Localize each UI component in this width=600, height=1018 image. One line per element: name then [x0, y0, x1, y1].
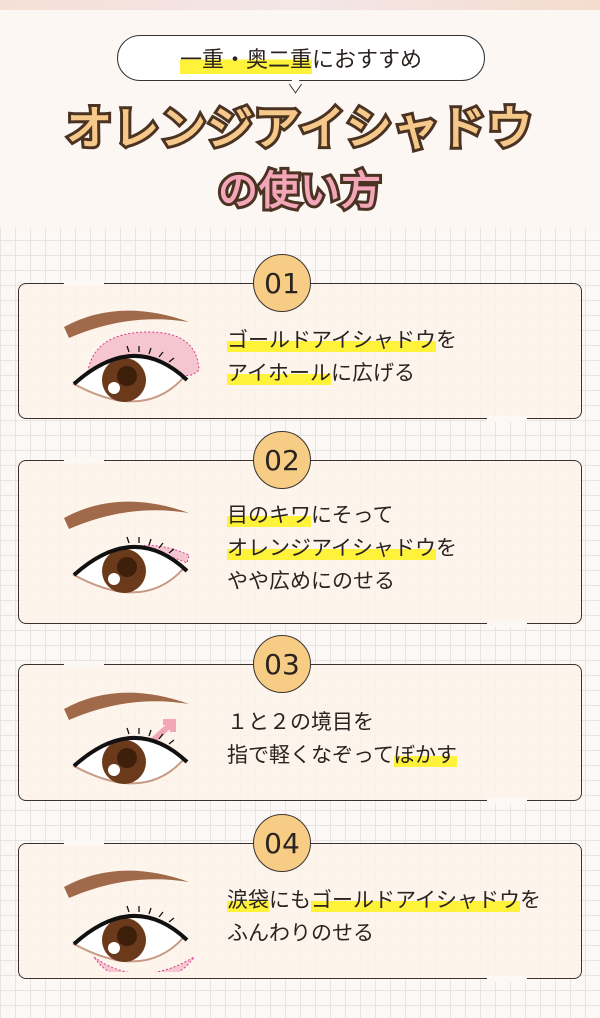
eye-illustration-icon [59, 862, 209, 983]
eyebrow-icon [64, 870, 189, 898]
step-card: 涙袋にもゴールドアイシャドウをふんわりのせる [18, 840, 582, 983]
highlighted-text: ゴールドアイシャドウ [227, 328, 436, 352]
text-segment: 指で軽くなぞって [227, 742, 394, 767]
highlighted-text: ゴールドアイシャドウ [311, 888, 520, 912]
border-gap [64, 840, 104, 846]
border-gap [487, 416, 527, 422]
highlighted-text: ぼかす [393, 742, 457, 767]
eye-illustration-icon [59, 493, 209, 603]
highlighted-text: アイホール [227, 361, 331, 385]
instruction-line: 涙袋にもゴールドアイシャドウを [227, 884, 541, 917]
step-instructions: １と２の境目を指で軽くなぞってぼかす [227, 706, 457, 772]
step-number-badge: 02 [253, 431, 311, 489]
title-line-2: の使い方 [215, 165, 384, 217]
border-gap [64, 661, 104, 667]
step-instructions: ゴールドアイシャドウをアイホールに広げる [227, 324, 457, 390]
step-number-badge: 03 [253, 635, 311, 693]
step-instructions: 涙袋にもゴールドアイシャドウをふんわりのせる [227, 884, 541, 950]
highlighted-text: オレンジアイシャドウ [227, 535, 436, 560]
top-gradient-bar [0, 0, 600, 10]
text-segment: にそって [311, 502, 394, 527]
text-segment: を [435, 328, 457, 352]
text-segment: におすすめ [312, 48, 423, 73]
instruction-line: やや広めにのせる [227, 565, 457, 598]
text-segment: に広げる [330, 361, 415, 385]
border-gap [487, 798, 527, 804]
border-gap [64, 280, 104, 286]
step-instructions: 目のキワにそってオレンジアイシャドウをやや広めにのせる [227, 499, 457, 598]
highlighted-text: 一重・奥二重 [179, 42, 312, 74]
instruction-line: オレンジアイシャドウを [227, 532, 457, 565]
text-segment: ふんわりのせる [227, 921, 374, 945]
border-gap [487, 621, 527, 627]
speech-bubble: 一重・奥二重におすすめ [117, 35, 485, 81]
eyebrow-icon [64, 310, 189, 338]
instruction-line: 目のキワにそって [227, 499, 457, 532]
border-gap [64, 457, 104, 463]
step-card: １と２の境目を指で軽くなぞってぼかす [18, 661, 582, 804]
highlighted-text: 目のキワ [227, 502, 311, 527]
step-card: 目のキワにそってオレンジアイシャドウをやや広めにのせる [18, 457, 582, 627]
border-gap [487, 976, 527, 982]
step-number-badge: 04 [253, 814, 311, 872]
instruction-line: 指で軽くなぞってぼかす [227, 739, 457, 772]
eyebrow-icon [64, 692, 189, 720]
instruction-line: ゴールドアイシャドウを [227, 324, 457, 357]
step-number-badge: 01 [253, 254, 311, 312]
instruction-line: ふんわりのせる [227, 917, 541, 950]
text-segment: にも [269, 888, 311, 912]
instruction-line: １と２の境目を [227, 706, 457, 739]
text-segment: を [435, 535, 457, 560]
instruction-line: アイホールに広げる [227, 357, 457, 390]
text-segment: を [519, 888, 541, 912]
title-line-1: オレンジアイシャドウ [63, 98, 536, 158]
text-segment: やや広めにのせる [227, 568, 395, 593]
text-segment: １と２の境目を [227, 709, 374, 734]
eyebrow-icon [64, 501, 189, 529]
highlighted-text: 涙袋 [227, 888, 269, 912]
eye-illustration-icon [59, 302, 209, 412]
eye-illustration-icon [59, 684, 209, 794]
